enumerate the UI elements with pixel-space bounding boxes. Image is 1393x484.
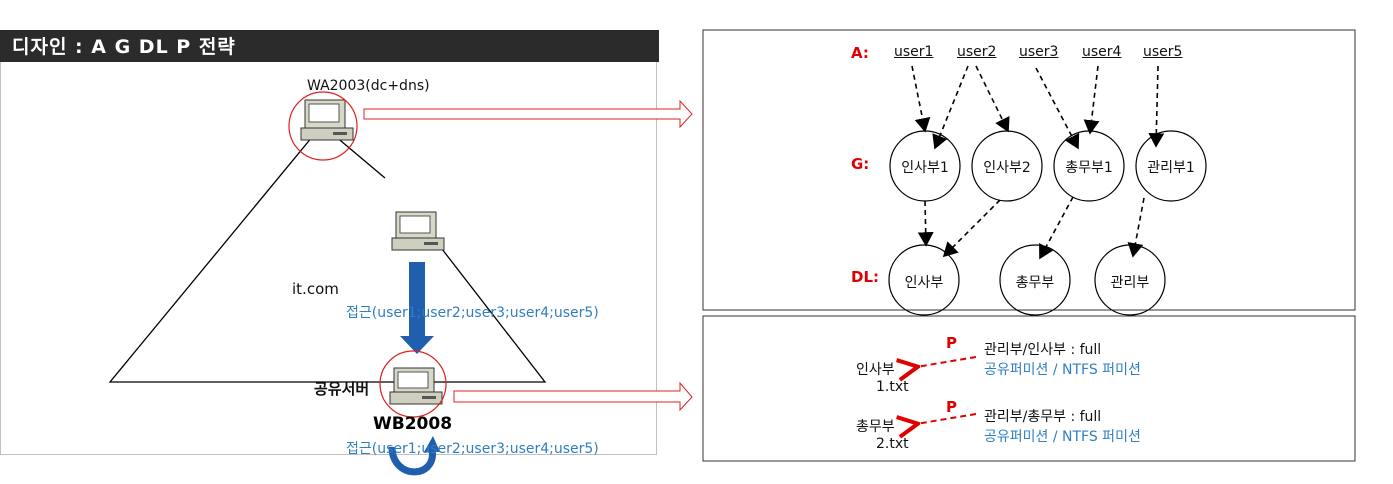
- domain-triangle: [108, 124, 547, 383]
- p-arrow-2: [916, 413, 977, 424]
- grant-label: 관리부/총무부 : full: [984, 409, 1102, 425]
- row-label-g: G:: [851, 155, 870, 173]
- p-label: P: [946, 334, 957, 352]
- left-panel: [0, 62, 657, 455]
- row-label-dl: DL:: [851, 268, 880, 286]
- dc-highlight-circle: [288, 91, 358, 161]
- p-label: P: [946, 398, 957, 416]
- access-arrow-shaft: [409, 262, 425, 338]
- computer-icon: [391, 211, 445, 251]
- row-label-a: A:: [851, 44, 869, 62]
- dl-label: 인사부: [904, 275, 944, 291]
- group-label: 관리부1: [1147, 160, 1195, 176]
- user-label: user1: [894, 44, 934, 60]
- group4-to-dl: [1127, 197, 1145, 258]
- server-to-permission-arrow: [453, 381, 693, 412]
- agdlp-panel: [702, 29, 1356, 311]
- dc-label: WA2003(dc+dns): [307, 78, 430, 94]
- server-label: 공유서버: [314, 380, 370, 398]
- user2-to-group1: [932, 65, 969, 150]
- user5-to-group4: [1148, 65, 1165, 148]
- loop-arrow-head: [424, 436, 440, 452]
- permission-type-label: 공유퍼미션 / NTFS 퍼미션: [984, 362, 1141, 378]
- user4-to-group3: [1083, 65, 1100, 135]
- dc-to-agdlp-arrow: [363, 99, 693, 129]
- user2-to-group2: [975, 65, 1010, 133]
- domain-label: it.com: [292, 280, 339, 298]
- folder-label: 총무부: [856, 419, 895, 435]
- server-name: WB2008: [373, 414, 453, 434]
- computer-icon: [300, 99, 354, 141]
- permission-panel: [702, 315, 1356, 462]
- group-label: 인사부2: [983, 160, 1031, 176]
- folder-label: 인사부: [856, 362, 895, 378]
- user-label: user3: [1019, 44, 1059, 60]
- page-title: 디자인 : A G DL P 전략: [0, 30, 659, 62]
- group-label: 총무부1: [1065, 160, 1113, 176]
- group-circle: [1135, 130, 1207, 202]
- dl-circle: [999, 244, 1071, 316]
- access-list-bottom: 접근(user1;user2;user3;user4;user5): [346, 441, 599, 457]
- access-list-top: 접근(user1;user2;user3;user4;user5): [346, 305, 599, 321]
- computer-icon: [389, 367, 443, 405]
- file-label: 2.txt: [876, 436, 909, 452]
- user-label: user2: [957, 44, 997, 60]
- grant-label: 관리부/인사부 : full: [984, 342, 1102, 358]
- server-highlight-circle: [379, 350, 447, 418]
- group2-to-dl: [942, 199, 1001, 258]
- dl-label: 총무부: [1015, 275, 1055, 291]
- user-label: user5: [1143, 44, 1183, 60]
- group3-to-dl: [1039, 196, 1074, 260]
- dl-label: 관리부: [1110, 275, 1150, 291]
- user1-to-group: [911, 65, 931, 133]
- p-arrow-1: [916, 356, 977, 367]
- group-label: 인사부1: [901, 160, 949, 176]
- group1-to-dl: [917, 200, 934, 247]
- access-arrow-head: [400, 336, 434, 354]
- loop-arrow: [388, 446, 436, 476]
- user3-to-group3: [1035, 67, 1080, 150]
- permission-type-label: 공유퍼미션 / NTFS 퍼미션: [984, 429, 1141, 445]
- user-label: user4: [1082, 44, 1122, 60]
- file-label: 1.txt: [876, 379, 909, 395]
